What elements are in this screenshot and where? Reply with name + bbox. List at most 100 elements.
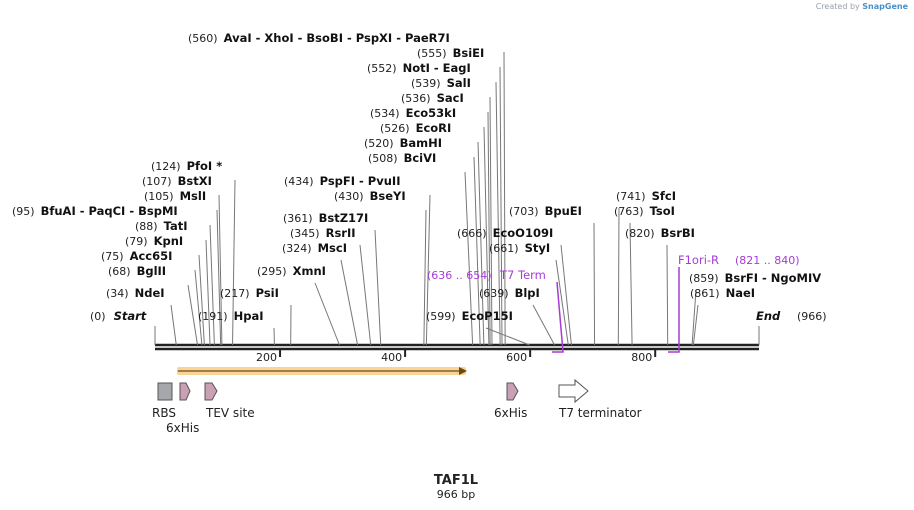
restriction-site[interactable]: (324)MscI bbox=[282, 241, 347, 255]
svg-text:(539)SalI: (539)SalI bbox=[411, 76, 471, 90]
snapgene-credit: Created by SnapGene bbox=[816, 2, 908, 11]
primer-t7-term[interactable]: (636 .. 654) T7 Term bbox=[427, 268, 564, 353]
site-leader-line bbox=[359, 244, 372, 346]
site-name: NdeI bbox=[135, 286, 165, 300]
restriction-site[interactable]: (79)KpnI bbox=[125, 234, 183, 248]
restriction-site[interactable]: (861)NaeI bbox=[690, 286, 755, 300]
svg-text:(124)PfoI *: (124)PfoI * bbox=[151, 159, 222, 173]
restriction-site[interactable]: (34) NdeI bbox=[106, 286, 165, 300]
restriction-site[interactable]: (703)BpuEI bbox=[509, 204, 582, 218]
site-leader-line bbox=[232, 179, 236, 346]
feature-label-tev-site: TEV site bbox=[205, 406, 255, 420]
restriction-site[interactable]: (430)BseYI bbox=[334, 189, 406, 203]
restriction-site[interactable]: (555)BsiEI bbox=[417, 46, 484, 60]
svg-text:(217)PsiI: (217)PsiI bbox=[220, 286, 279, 300]
restriction-site[interactable]: (526)EcoRI bbox=[380, 121, 451, 135]
restriction-site[interactable]: (434)PspFI - PvuII bbox=[284, 174, 400, 188]
orf-arrowhead bbox=[459, 367, 467, 375]
svg-text:(666)EcoO109I: (666)EcoO109I bbox=[457, 226, 553, 240]
svg-text:(34)NdeI: (34) NdeI bbox=[106, 286, 165, 300]
site-name: BamHI bbox=[400, 136, 442, 150]
site-leader-line bbox=[593, 222, 596, 346]
feature-rbs[interactable] bbox=[157, 382, 173, 401]
site-position: (666) bbox=[457, 227, 487, 240]
restriction-site[interactable]: (107)BstXI bbox=[142, 174, 212, 188]
svg-text:(79)KpnI: (79)KpnI bbox=[125, 234, 183, 248]
site-name: BstZ17I bbox=[319, 211, 369, 225]
site-name: MslI bbox=[180, 189, 207, 203]
restriction-site[interactable]: (88)TatI bbox=[135, 219, 188, 233]
restriction-site[interactable]: (552)NotI - EagI bbox=[367, 61, 471, 75]
site-position: (68) bbox=[108, 265, 131, 278]
restriction-site[interactable]: End (966) bbox=[756, 309, 827, 323]
tev-site-arrow bbox=[204, 382, 218, 401]
restriction-site[interactable]: (105)MslI bbox=[144, 189, 206, 203]
restriction-site[interactable]: (508)BciVI bbox=[368, 151, 436, 165]
svg-text:(555)BsiEI: (555)BsiEI bbox=[417, 46, 484, 60]
svg-text:(534)Eco53kI: (534)Eco53kI bbox=[370, 106, 456, 120]
6xhis-arrow bbox=[179, 382, 191, 401]
restriction-site[interactable]: (0)Start bbox=[90, 309, 147, 323]
site-leader-line bbox=[483, 126, 490, 346]
restriction-site[interactable]: (361) BstZ17I bbox=[283, 211, 368, 225]
restriction-site[interactable]: (95)BfuAI - PaqCI - BspMI bbox=[12, 204, 178, 218]
restriction-site[interactable]: (124)PfoI * bbox=[151, 159, 222, 173]
restriction-site[interactable]: (639)BlpI bbox=[479, 286, 540, 300]
site-name: XmnI bbox=[293, 264, 326, 278]
site-position: (661) bbox=[489, 242, 519, 255]
site-name: PsiI bbox=[256, 286, 279, 300]
restriction-site[interactable]: (520) BamHI bbox=[364, 136, 442, 150]
restriction-site[interactable]: (560)AvaI - XhoI - BsoBI - PspXI - PaeR7… bbox=[188, 31, 450, 45]
ruler-tick-label: 600 bbox=[506, 351, 527, 364]
site-name: BlpI bbox=[515, 286, 540, 300]
restriction-site[interactable]: (295)XmnI bbox=[257, 264, 326, 278]
restriction-site[interactable]: (661)StyI bbox=[489, 241, 550, 255]
restriction-site[interactable]: (345)RsrII bbox=[290, 226, 356, 240]
primer-f1ori-r[interactable]: F1ori-R (821 .. 840) bbox=[668, 253, 800, 353]
restriction-site[interactable]: (763)TsoI bbox=[614, 204, 675, 218]
site-position: (859) bbox=[689, 272, 719, 285]
restriction-site[interactable]: (820)BsrBI bbox=[625, 226, 695, 240]
site-position: (539) bbox=[411, 77, 441, 90]
restriction-site[interactable]: (536)SacI bbox=[401, 91, 464, 105]
svg-text:(75)Acc65I: (75)Acc65I bbox=[101, 249, 172, 263]
ruler-tick-label: 200 bbox=[256, 351, 277, 364]
restriction-site[interactable]: (666)EcoO109I bbox=[457, 226, 553, 240]
feature-label-6xhis-1: 6xHis bbox=[166, 421, 199, 435]
restriction-site[interactable]: (859) BsrFI - NgoMIV bbox=[689, 271, 821, 285]
restriction-site[interactable]: (534)Eco53kI bbox=[370, 106, 456, 120]
feature-t7-terminator[interactable] bbox=[558, 378, 589, 404]
primer-t7-term-line bbox=[552, 281, 564, 353]
ruler-tick-label: 400 bbox=[381, 351, 402, 364]
site-position: (526) bbox=[380, 122, 410, 135]
site-name: End bbox=[756, 309, 781, 323]
site-position: (34) bbox=[106, 287, 129, 300]
feature-label-t7-terminator: T7 terminator bbox=[558, 406, 642, 420]
svg-text:(820)BsrBI: (820)BsrBI bbox=[625, 226, 695, 240]
feature-6xhis-2[interactable] bbox=[506, 382, 519, 401]
svg-text:(0)Start: (0)Start bbox=[90, 309, 147, 323]
svg-text:(661)StyI: (661)StyI bbox=[489, 241, 550, 255]
restriction-site[interactable]: (68)BglII bbox=[108, 264, 166, 278]
site-leader-line bbox=[187, 284, 199, 346]
site-name: BsrFI - NgoMIV bbox=[725, 271, 822, 285]
snapgene-logo: SnapGene bbox=[862, 2, 908, 11]
site-position: (361) bbox=[283, 212, 313, 225]
svg-text:(966): (966) bbox=[797, 310, 827, 323]
site-position: (552) bbox=[367, 62, 397, 75]
site-leader-line bbox=[209, 224, 215, 346]
feature-tev-site[interactable] bbox=[204, 382, 218, 401]
site-position: (703) bbox=[509, 205, 539, 218]
restriction-site[interactable]: (539)SalI bbox=[411, 76, 471, 90]
site-name: SfcI bbox=[652, 189, 676, 203]
restriction-site[interactable]: (217)PsiI bbox=[220, 286, 279, 300]
feature-6xhis-1[interactable] bbox=[179, 382, 191, 401]
restriction-site[interactable]: (599)EcoP15I bbox=[426, 309, 513, 323]
restriction-site[interactable]: (191)HpaI bbox=[198, 309, 264, 323]
restriction-site[interactable]: (741)SfcI bbox=[616, 189, 676, 203]
site-leader-line bbox=[666, 244, 669, 346]
restriction-site[interactable]: (75)Acc65I bbox=[101, 249, 172, 263]
feature-label-6xhis-2: 6xHis bbox=[494, 406, 527, 420]
site-position: (520) bbox=[364, 137, 394, 150]
orf-bar[interactable] bbox=[177, 367, 467, 375]
